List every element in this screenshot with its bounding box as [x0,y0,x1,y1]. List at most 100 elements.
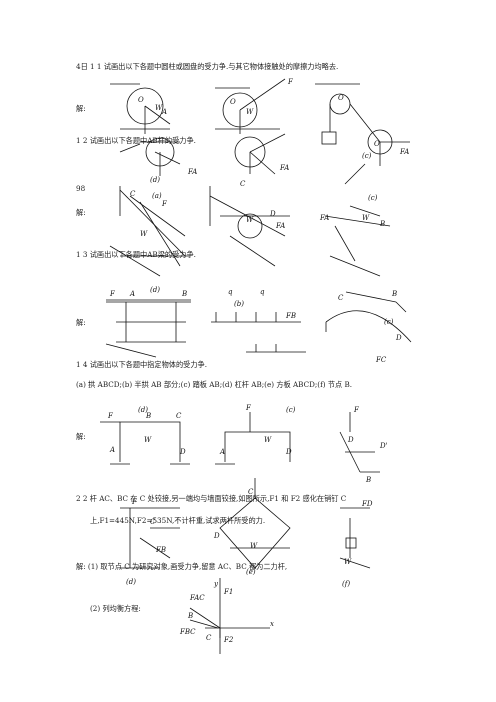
label-FA: FA [275,222,285,230]
label-f: (f) [342,580,350,588]
label-FD: FD [361,500,373,508]
label-C: C [248,488,254,496]
label-F1: F1 [223,588,233,596]
label-F: F [131,498,138,506]
label-C: C [176,412,182,420]
label-W: W [362,214,370,222]
label-W: W [250,542,258,550]
figure-2-2-force-diagram [189,578,270,654]
solution-label: 解: [76,432,86,441]
problem-1-1-text: 4日 1 1 试画出以下各题中圆柱或圆盘的受力争.与其它物体接触处的摩擦力均略去… [76,62,339,71]
label-FBC: FBC [179,628,196,636]
label-c: (c) [286,406,296,414]
label-C: C [150,518,156,526]
label-A: A [161,108,167,116]
figure-1-2-c [324,205,391,277]
label-F: F [353,406,360,414]
label-F: F [107,412,114,420]
solution-label: 解: [76,104,86,113]
label-F: F [287,78,294,86]
label-W: W [246,216,254,224]
label-B: B [365,476,371,484]
label-W: W [155,104,163,112]
label-W: W [344,558,352,566]
problem-1-4-text: 1 4 试画出以下各题中指定物体的受力争. [76,360,208,369]
figure-set-1-3: F A B (d) q q (b) FB C B (c) D FC [105,286,412,364]
label-O: O [338,94,344,102]
solution-label: 解: [76,318,86,327]
label-A: A [109,446,115,454]
label-O: O [374,140,380,148]
label-B: B [145,412,151,420]
label-d: (d) [150,176,160,184]
label-FB: FB [285,312,296,320]
label-A: A [129,290,135,298]
page-number: 98 [76,184,86,193]
label-D: D [269,210,276,218]
figure-1-1-b [215,78,286,175]
label-Dp: D' [379,442,388,450]
label-D: D [347,436,354,444]
label-FB: FB [155,546,166,554]
figure-1-3-a [105,299,191,358]
label-B: B [391,290,397,298]
label-D: D [213,532,220,540]
label-W: W [264,436,272,444]
label-B: B [379,220,385,228]
label-F: F [161,200,168,208]
label-W: W [246,108,254,116]
solution-step-1: 解: (1) 取节点 C 为研究对象,画受力争,留意 AC、BC 都为二力杆, [76,562,288,571]
label-O: O [230,98,236,106]
solution-label: 解: [76,208,86,217]
label-c: (c) [362,152,372,160]
label-b: (b) [234,300,244,308]
problem-2-2-values: 上,F1=445N,F2=535N,不计杆重,试求两杆所受的力. [90,516,266,525]
label-c: (c) [384,318,394,326]
figure-1-4-a [100,421,190,465]
problem-1-3-text: 1 3 试画出以下各题中AB梁的受力争. [76,250,196,259]
label-c: (c) [368,194,378,202]
solution-step-2: (2) 列均衡方程: [90,604,141,613]
label-FA: FA [399,148,409,156]
label-D: D [285,448,292,456]
label-e: (e) [246,568,256,576]
label-d: (d) [138,406,148,414]
label-B: B [181,290,187,298]
figure-2-2-c [339,507,371,569]
figure-set-1-4: F B C W A D (d) F W A D (c) F D D' B [100,404,388,484]
problem-1-2-text: 1 2 试画出以下各题中AB杆的受力争. [76,136,196,145]
label-D: D [179,448,186,456]
label-q: q [228,288,233,296]
label-B: B [187,612,193,620]
label-F: F [245,404,252,412]
figure-set-1-2: C (a) F W C W D FA W B FA (c) [109,180,391,277]
label-FAC: FAC [189,594,205,602]
label-F2: F2 [223,636,234,644]
label-A: A [219,448,225,456]
figure-1-3-b [211,312,306,353]
figure-1-3-c [325,291,412,343]
figure-set-1-1: W O A FA (d) W O F FA O FA (c) O [110,78,410,185]
label-FA: FA [319,214,329,222]
label-y: y [213,580,219,588]
label-q: q [260,288,265,296]
label-FA: FA [279,164,289,172]
problem-1-4-parts: (a) 拱 ABCD;(b) 半拱 AB 部分;(c) 踏板 AB;(d) 杠杆… [76,380,353,389]
figure-1-1-c [315,83,410,185]
label-F: F [109,290,116,298]
label-d: (d) [150,286,160,294]
label-W: W [144,436,152,444]
label-FA: FA [187,168,197,176]
figure-2-2-b [219,478,291,569]
label-W: W [140,230,148,238]
figure-1-2-a [109,186,190,277]
label-C: C [130,190,136,198]
label-C: C [338,294,344,302]
figure-1-2-b [209,186,290,267]
label-D: D [395,334,402,342]
label-FC: FC [375,356,387,364]
figure-2-2-a [120,507,180,569]
figure-1-4-b [215,412,291,465]
problem-2-2-text: 2 2 杆 AC、BC 在 C 处铰接,另一端均与墙面铰接,如图所示,F1 和 … [76,494,347,503]
